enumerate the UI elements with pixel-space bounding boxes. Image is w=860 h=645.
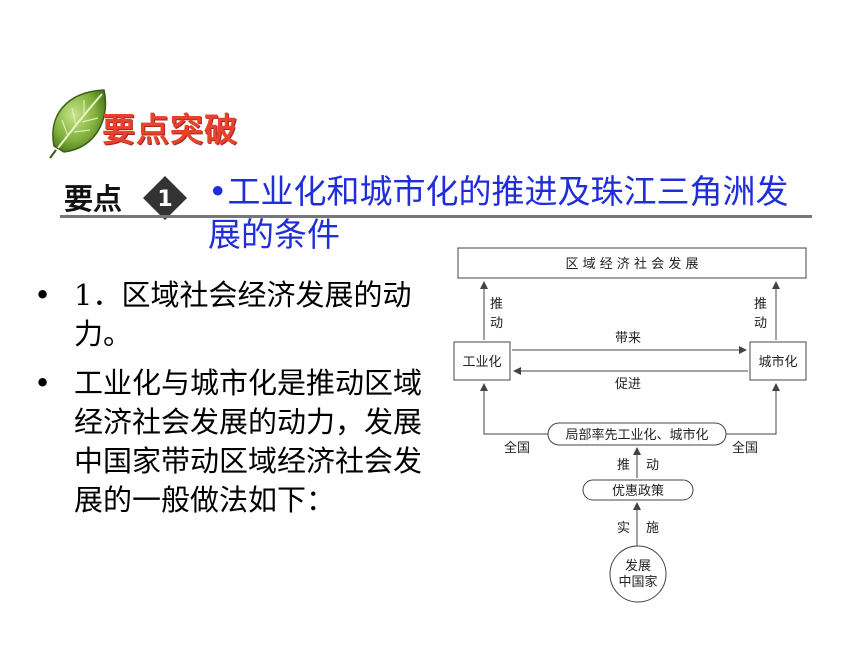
flow-diagram: 区 域 经 济 社 会 发 展 推 动 推 动 工业化 城市化 带来 促进 局部… [453,247,807,603]
push-left-1: 推 [490,297,503,312]
urbanization-box [749,341,807,381]
bullet-item: 1．区域社会经济发展的动力。 [34,276,434,354]
nationwide-left: 全国 [504,440,530,456]
developing-country-circle [609,545,667,603]
industrialization-box [453,341,511,381]
push-mid-1: 推 [617,458,630,473]
promotes-label: 促进 [615,377,641,392]
keypoint-label: 要点 [64,182,123,216]
policy-label: 优惠政策 [612,483,664,499]
regional-development-box [457,247,807,279]
local-first-label: 局部率先工业化、城市化 [565,427,708,443]
push-left-2: 动 [490,316,503,331]
developing-country-1: 发展 [625,558,651,574]
keypoint-number: 1 [157,187,172,212]
bullet-list: 1．区域社会经济发展的动力。 工业化与城市化是推动区域经济社会发展的动力，发展中… [34,276,434,530]
push-right-1: 推 [754,297,767,312]
push-mid-2: 动 [646,458,659,473]
urbanization-label: 城市化 [758,354,797,370]
keypoint-title: •工业化和城市化的推进及珠江三角洲发展的条件 [208,172,789,254]
section-title: 要点突破 [102,110,238,149]
nationwide-right: 全国 [732,440,758,456]
bullet-item: 工业化与城市化是推动区域经济社会发展的动力，发展中国家带动区域经济社会发展的一般… [34,364,434,520]
push-right-2: 动 [754,316,767,331]
number-badge-icon: 1 [143,176,187,220]
divider [60,215,812,218]
regional-development-label: 区 域 经 济 社 会 发 展 [566,256,699,272]
brings-label: 带来 [615,331,641,346]
developing-country-2: 中国家 [618,574,657,590]
leaf-icon [49,89,107,159]
implement-1: 实 [617,521,630,536]
policy-box [582,479,694,501]
industrialization-label: 工业化 [462,355,501,370]
implement-2: 施 [646,521,659,536]
